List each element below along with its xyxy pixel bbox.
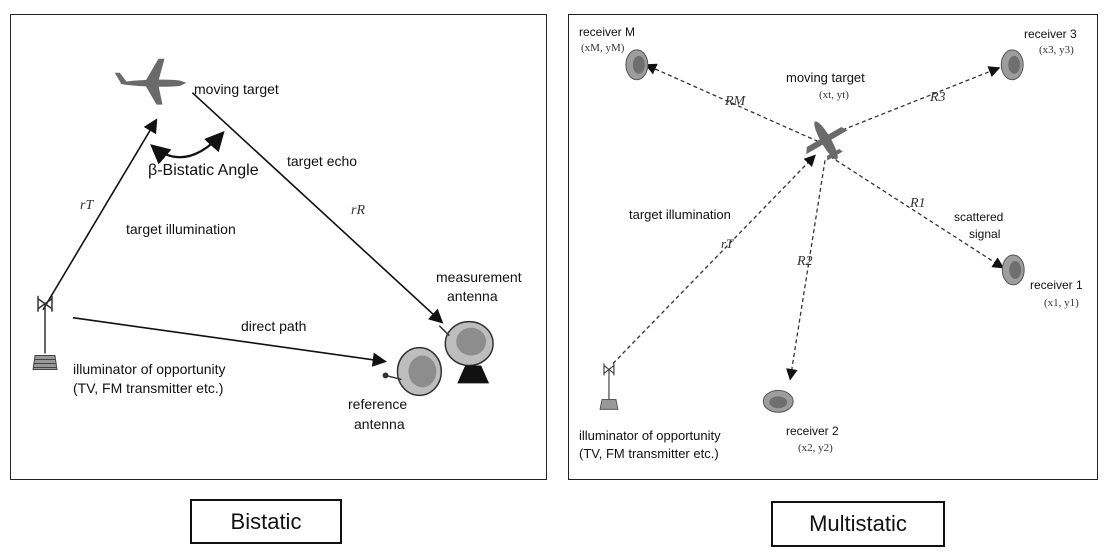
illuminator-label-line2: (TV, FM transmitter etc.): [579, 446, 719, 461]
transmitter-tower-icon: [599, 363, 619, 410]
receiver-m-coord: (xM, yM): [581, 42, 625, 54]
target-illumination-path: [42, 118, 158, 311]
reference-antenna-label-line2: antenna: [354, 416, 405, 432]
measurement-antenna-label-line1: measurement: [436, 269, 522, 285]
receiver-3-coord: (x3, y3): [1039, 44, 1074, 56]
target-echo-path: [191, 92, 444, 324]
target-illumination-label: target illumination: [126, 221, 236, 237]
scattered-signal-label-line2: signal: [969, 227, 1001, 241]
bistatic-diagram-panel: moving target β-Bistatic Angle rT target…: [10, 14, 547, 480]
reference-antenna-dish-icon: [382, 346, 443, 397]
r-r-label: rR: [351, 203, 365, 218]
moving-target-label: moving target: [194, 81, 279, 97]
bistatic-diagram: [32, 58, 494, 397]
receiver-1-label: receiver 1: [1030, 278, 1083, 292]
illuminator-label-line1: illuminator of opportunity: [73, 361, 226, 377]
target-echo-label: target echo: [287, 153, 358, 169]
receiver-3-dish-icon: [1000, 49, 1024, 81]
receiver-2-dish-icon: [762, 389, 794, 413]
direct-path-label: direct path: [241, 318, 307, 334]
r-t-label: rT: [80, 198, 94, 213]
multistatic-diagram-panel: receiver M (xM, yM) receiver 3 (x3, y3) …: [568, 14, 1098, 480]
illuminator-label-line2: (TV, FM transmitter etc.): [73, 380, 224, 396]
target-illumination-label: target illumination: [629, 207, 731, 222]
measurement-antenna-dish-icon: [438, 320, 494, 384]
path-to-receiver-2: [786, 160, 826, 381]
receiver-m-dish-icon: [625, 49, 649, 81]
illumination-path: [612, 154, 816, 364]
receiver-1-coord: (x1, y1): [1044, 297, 1079, 309]
r-1-label: R1: [910, 196, 926, 211]
airplane-icon: [806, 121, 848, 161]
receiver-3-label: receiver 3: [1024, 27, 1077, 41]
r-2-label: R2: [797, 254, 813, 269]
airplane-icon: [114, 58, 187, 105]
bistatic-angle-arc: [150, 131, 225, 165]
r-m-label: RM: [725, 94, 746, 109]
direct-path-line: [72, 316, 387, 367]
transmitter-tower-icon: [32, 295, 58, 370]
path-to-receiver-m: [644, 63, 819, 143]
receiver-m-label: receiver M: [579, 25, 636, 39]
r-3-label: R3: [930, 90, 946, 105]
reference-antenna-label-line1: reference: [348, 396, 408, 412]
receiver-1-dish-icon: [1001, 254, 1025, 286]
bistatic-angle-label: β-Bistatic Angle: [148, 162, 259, 179]
path-to-receiver-3: [835, 66, 1001, 134]
illuminator-label-line1: illuminator of opportunity: [579, 428, 721, 443]
multistatic-caption: Multistatic: [771, 501, 945, 547]
multistatic-diagram: [599, 49, 1025, 413]
r-t-label: rT: [721, 236, 734, 251]
moving-target-label: moving target: [786, 70, 865, 85]
receiver-2-coord: (x2, y2): [798, 442, 833, 454]
target-coord: (xt, yt): [819, 89, 849, 101]
bistatic-caption: Bistatic: [190, 499, 342, 544]
scattered-signal-label-line1: scattered: [954, 210, 1004, 224]
measurement-antenna-label-line2: antenna: [447, 288, 498, 304]
receiver-2-label: receiver 2: [786, 424, 839, 438]
